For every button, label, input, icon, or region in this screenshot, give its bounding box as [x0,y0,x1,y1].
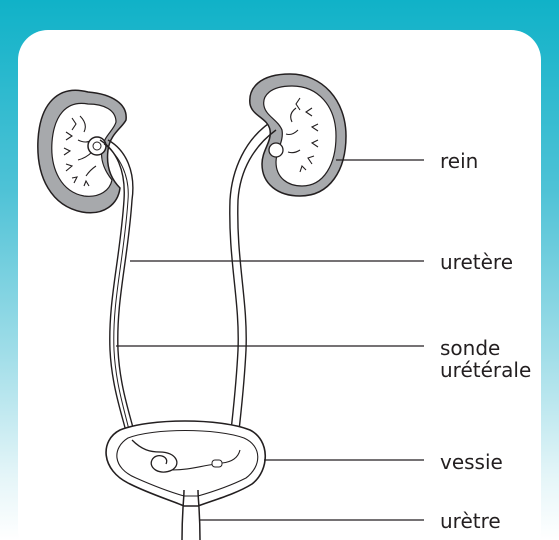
label-rein: rein [440,150,478,172]
label-sonde-line2: urétérale [440,359,531,381]
bladder [106,421,265,506]
label-vessie: vessie [440,451,503,473]
right-kidney [250,74,346,196]
label-sonde-ureterale: sonde urétérale [440,337,531,381]
label-sonde-line1: sonde [440,337,531,359]
label-uretere: uretère [440,251,513,273]
label-uretre: urètre [440,510,501,532]
